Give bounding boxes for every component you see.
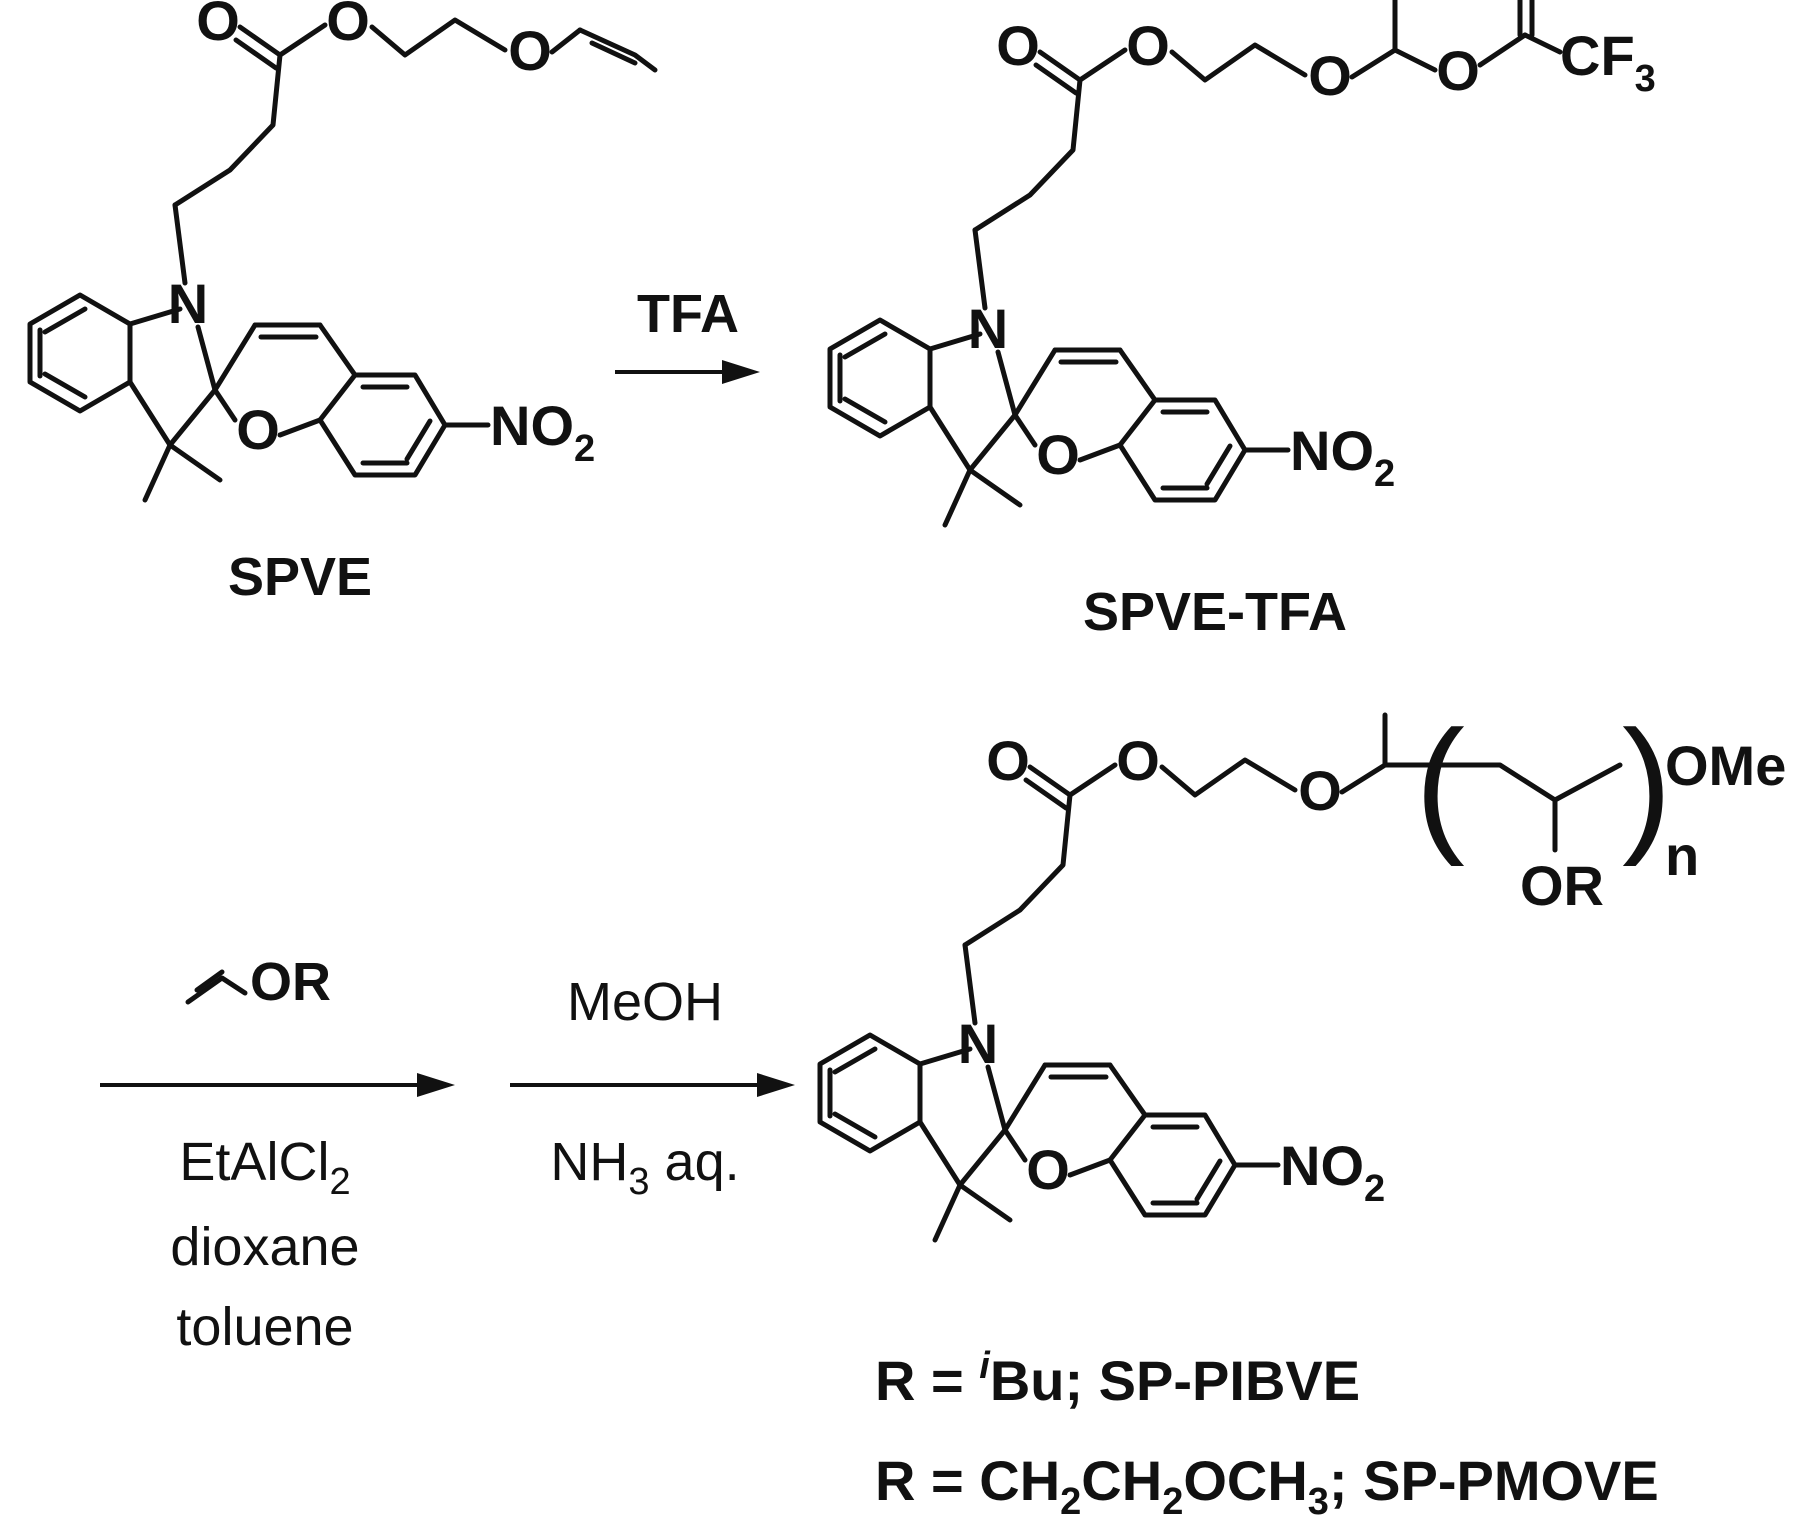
ester-o: O [1116,729,1160,792]
acetal-o: O [1436,39,1480,102]
arrowhead-2 [417,1073,455,1097]
paren-open: ( [1415,699,1465,867]
spve-structure: O O O [30,0,658,500]
ester-carbonyl-o: O [196,0,240,52]
arrowhead-1 [722,360,760,384]
r-definition-pibve: R = iBu; SP-PIBVE [875,1345,1360,1412]
or-side-group: OR [1520,854,1604,917]
ether-o: O [508,19,552,82]
reagent-toluene: toluene [176,1297,353,1357]
sp-polymer-structure: ( ) O O O OMe OR n [820,699,1786,1240]
reagent-vinyl-ether: OR [250,952,331,1012]
ester-carbonyl-o: O [996,14,1040,77]
reagent-dioxane: dioxane [170,1217,359,1277]
reagent-meoh: MeOH [567,972,723,1032]
compound-name-spve-tfa: SPVE-TFA [1083,582,1347,642]
ome-end-group: OMe [1665,734,1786,797]
compound-name-spve: SPVE [228,547,372,607]
arrowhead-3 [757,1073,795,1097]
ester-carbonyl-o: O [986,729,1030,792]
cf3-label: CF3 [1560,24,1656,100]
paren-close: ) [1622,699,1672,867]
vinyl-bond [185,975,248,1005]
ester-o: O [326,0,370,52]
spve-tfa-structure: O O O O O CF3 [830,0,1656,525]
ether-o: O [1308,44,1352,107]
reagent-nh3-aq: NH3 aq. [550,1132,739,1203]
ester-o: O [1126,14,1170,77]
r-definition-pmove: R = CH2CH2OCH3; SP-PMOVE [875,1449,1659,1523]
reagent-etalcl2: EtAlCl2 [179,1132,350,1203]
reagent-tfa: TFA [637,284,739,344]
ether-o: O [1298,759,1342,822]
repeat-unit-n: n [1665,824,1699,887]
